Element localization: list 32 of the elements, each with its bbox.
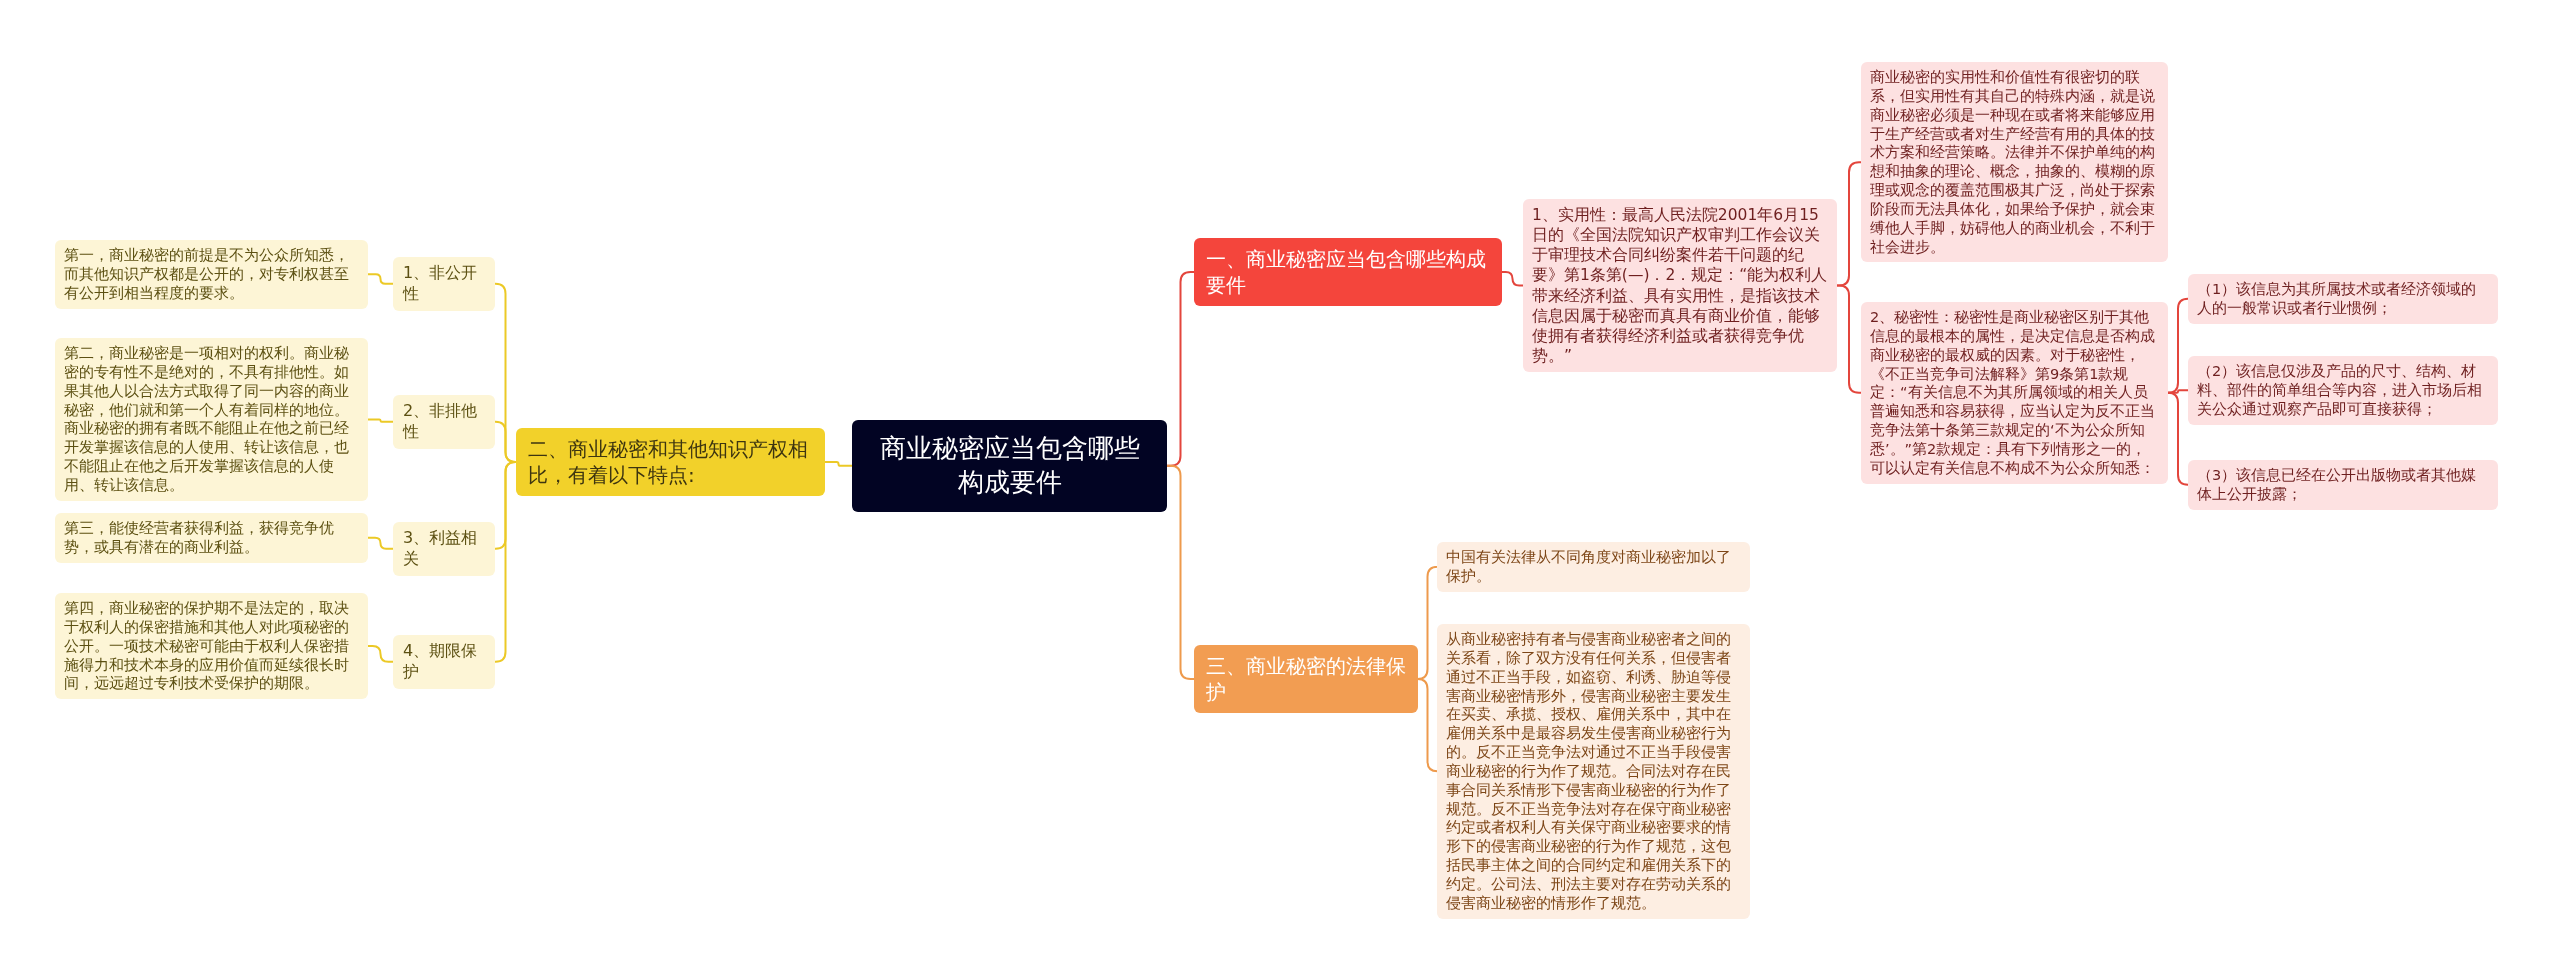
note-box: 第四，商业秘密的保护期不是法定的，取决于权利人的保密措施和其他人对此项秘密的公开。一项技术秘密可能由于权利人保密措施得力和技术本身的应用价值而延续很长时间，远远超过专利技术受保护的期限。 (55, 593, 368, 700)
connector-line (367, 536, 394, 550)
connector-line (2167, 297, 2189, 394)
note-box: 第一，商业秘密的前提是不为公众所知悉，而其他知识产权都是公开的，对专利权甚至有公开到相当程度的要求。 (55, 240, 368, 309)
connector-line (367, 273, 394, 285)
note-box: 从商业秘密持有者与侵害商业秘密者之间的关系看，除了双方没有任何关系，但侵害者通过不正当手段，如盗窃、利诱、胁迫等侵害商业秘密情形外，侵害商业秘密主要发生在买卖、承揽、授权、雇佣关系中，其中在雇佣关系中是最容易发生侵害商业秘密行为的。反不正当竞争法对通过不正当手段侵害商业秘密的行为作了规范。合同法对存在民事合同关系情形下侵害商业秘密的行为作了规范。反不正当竞争法对存在保守商业秘密约定或者权利人有关保守商业秘密要求的情形下的侵害商业秘密的行为作了规范，这包括民事主体之间的合同约定和雇佣关系下的约定。公司法、刑法主要对存在劳动关系的侵害商业秘密的情形作了规范。 (1437, 624, 1750, 919)
topic-box: 2、非排他性 (393, 395, 495, 449)
note-box: 第三，能使经营者获得利益，获得竞争优势，或具有潜在的商业利益。 (55, 513, 368, 563)
connector-line (1836, 161, 1862, 287)
connector-line (1836, 284, 1862, 394)
note-box: 商业秘密的实用性和价值性有很密切的联系，但实用性有其自己的特殊内涵，就是说商业秘密必须是一种现在或者将来能够应用于生产经营或者对生产经营有用的具体的技术方案和经营策略。法律并不保护单纯的构想和抽象的理论、概念，抽象的、模糊的原理或观念的覆盖范围极其广泛，尚处于探索阶段而无法具体化，如果给予保护，就会束缚他人手脚，妨碍他人的商业机会，不利于社会进步。 (1861, 62, 2168, 263)
note-box: 第二，商业秘密是一项相对的权利。商业秘密的专有性不是绝对的，不具有排他性。如果其他人以合法方式取得了同一内容的商业秘密，他们就和第一个人有着同样的地位。商业秘密的拥有者既不能阻止在他之前已经开发掌握该信息的人使用、转让该信息，也不能阻止在他之后开发掌握该信息的人使用、转让该信息。 (55, 338, 368, 501)
note-box: （2）该信息仅涉及产品的尺寸、结构、材料、部件的简单组合等内容，进入市场后相关公众通过观察产品即可直接获得； (2188, 356, 2498, 425)
connector-line (2167, 391, 2189, 486)
connector-line (367, 645, 394, 663)
connector-line (367, 418, 394, 423)
connector-line (824, 461, 853, 467)
note-box: （1）该信息为其所属技术或者经济领域的人的一般常识或者行业惯例； (2188, 274, 2498, 324)
topic-box: 3、利益相关 (393, 522, 495, 576)
topic-box: 1、实用性：最高人民法院2001年6月15日的《全国法院知识产权审判工作会议关于审理技术合同纠纷案件若干问题的纪要》第1条第(—)．2．规定：“能为权利人带来经济利益、具有实用性，是指该技术信息因属于秘密而真具有商业价值，能够使拥有者获得经济利益或者获得竞争优势。” (1523, 199, 1837, 373)
branch-box: 一、商业秘密应当包含哪些构成要件 (1194, 238, 1502, 306)
branch-box: 三、商业秘密的法律保护 (1194, 645, 1418, 713)
topic-box: 4、期限保护 (393, 635, 495, 689)
connector-line (1416, 678, 1439, 773)
central-topic-box: 商业秘密应当包含哪些构成要件 (852, 420, 1167, 512)
topic-box: 1、非公开性 (393, 257, 495, 311)
note-box: 中国有关法律从不同角度对商业秘密加以了保护。 (1437, 542, 1750, 592)
topic-box: 2、秘密性：秘密性是商业秘密区别于其他信息的最根本的属性，是决定信息是否构成商业秘密的最权威的因素。对于秘密性，《不正当竞争司法解释》第9条第1款规定：“有关信息不为其所属领域的相关人员普遍知悉和容易获得，应当认定为反不正当竞争法第十条第三款规定的‘不为公众所知悉’。”第2款规定：具有下列情形之一的，可以认定有关信息不构成不为公众所知悉： (1861, 302, 2168, 484)
connector-line (1501, 271, 1524, 287)
connector-line (494, 461, 517, 663)
branch-box: 二、商业秘密和其他知识产权相比，有着以下特点: (516, 428, 825, 496)
note-box: （3）该信息已经在公开出版物或者其他媒体上公开披露； (2188, 460, 2498, 510)
